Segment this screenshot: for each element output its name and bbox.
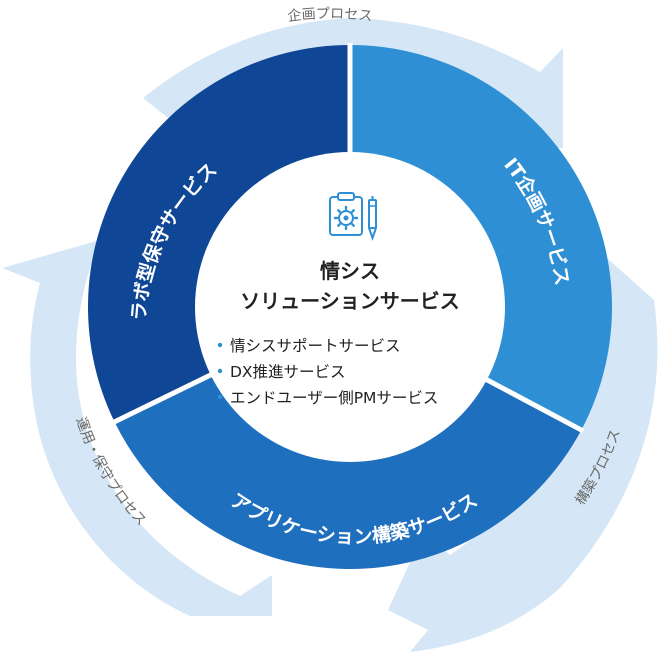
process-arrows [2, 18, 658, 652]
center-bullet-3: エンドユーザー側PMサービス [230, 389, 438, 407]
bullet-dot [217, 368, 223, 374]
bullet-dot [217, 342, 223, 348]
center-title-line1: 情シス [320, 259, 380, 283]
process-arrow-left [2, 240, 272, 616]
center-bullet-1: 情シスサポートサービス [230, 337, 401, 355]
clipboard-gear-icon [329, 192, 363, 236]
segment-application-build[interactable] [114, 372, 582, 569]
process-arrow-top [143, 18, 563, 148]
segment-divider [111, 369, 219, 425]
segment-divider [479, 374, 585, 434]
center-circle [195, 152, 505, 462]
process-arrow-right [388, 250, 658, 652]
center-bullet-2: DX推進サービス [230, 363, 346, 381]
segment-it-planning[interactable] [350, 44, 612, 431]
pen-icon [368, 196, 377, 242]
bullet-dot [217, 394, 223, 400]
center-title-line2: ソリューションサービス [240, 289, 460, 313]
